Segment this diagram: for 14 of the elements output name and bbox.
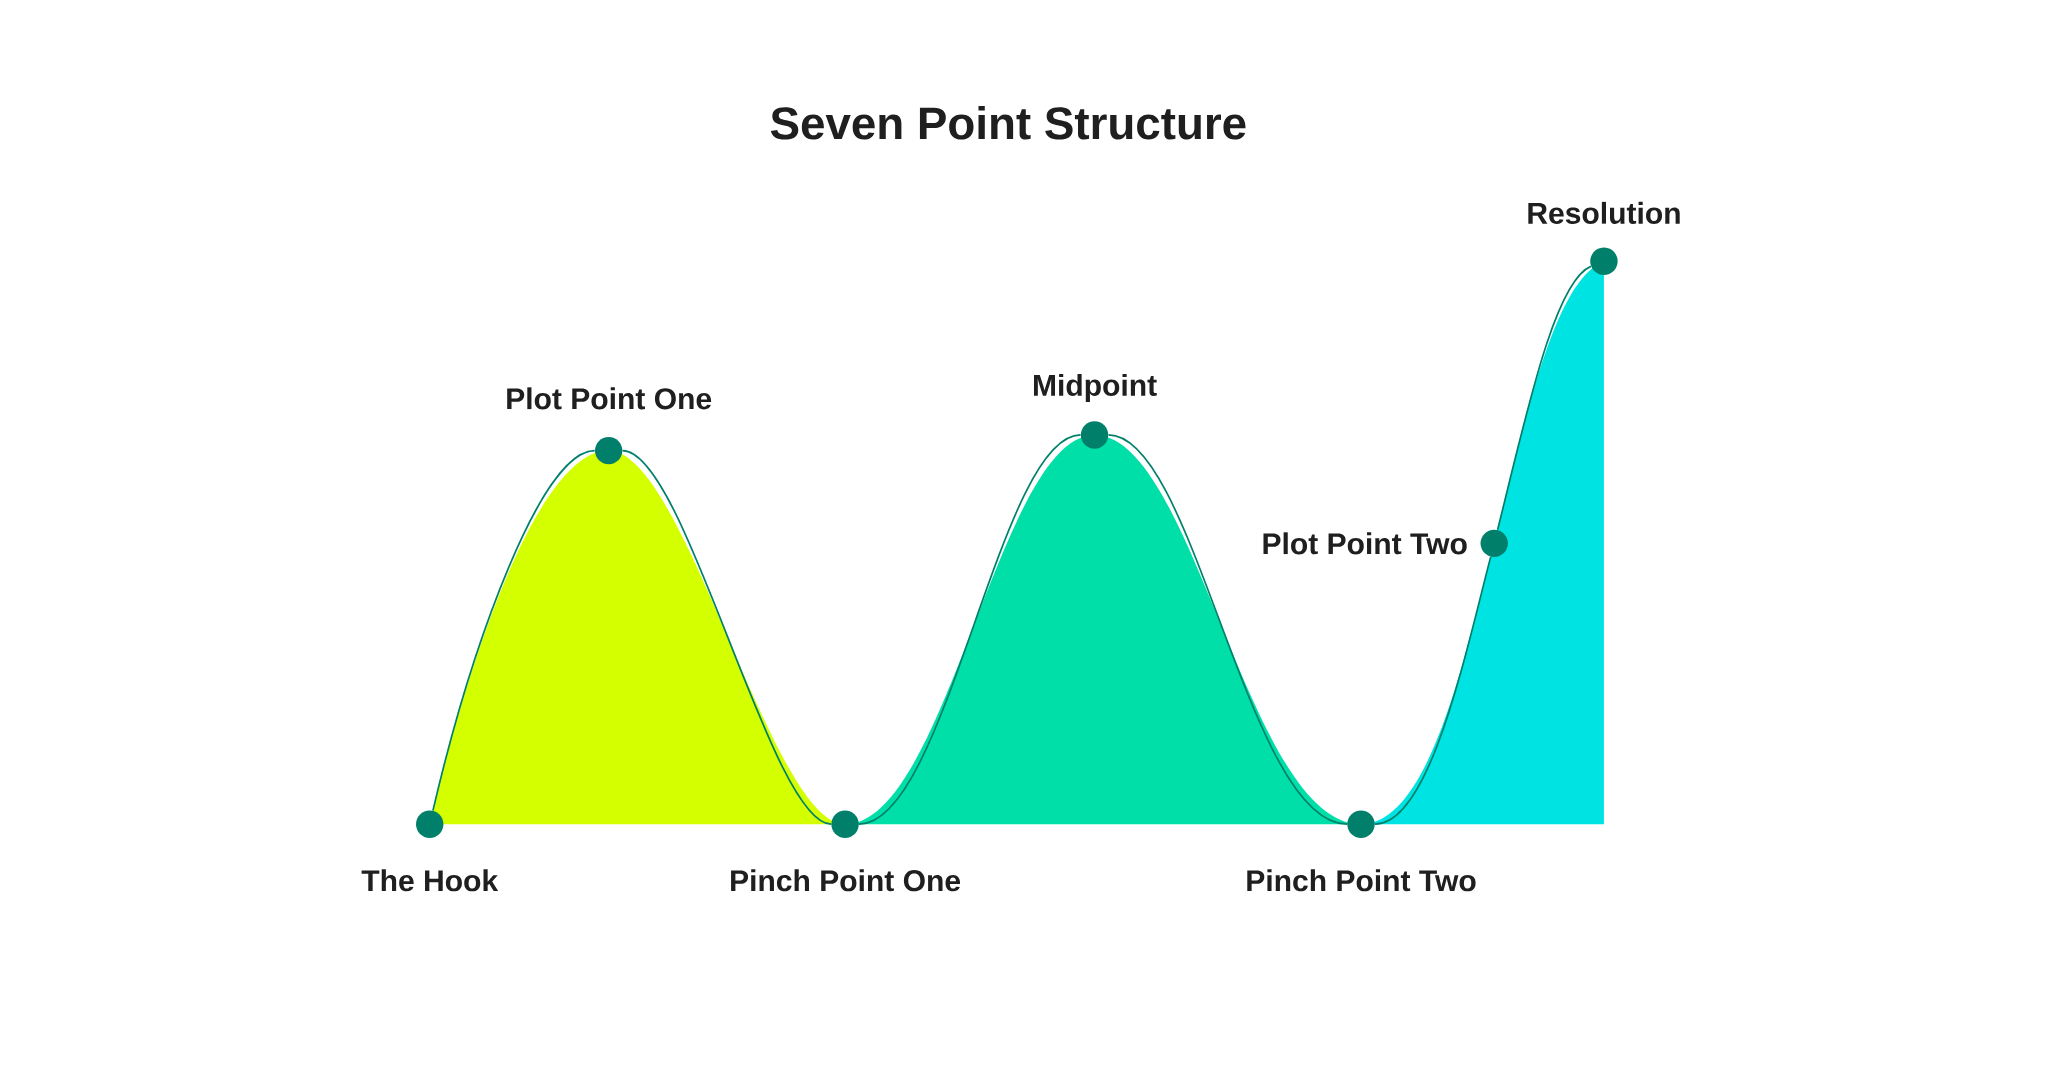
- curve: [1496, 265, 1592, 531]
- title: Seven Point Structure: [770, 106, 1246, 140]
- curve: [858, 434, 1082, 826]
- point-label: The Hook: [361, 869, 499, 892]
- curve: [1107, 434, 1348, 826]
- point-label: Pinch Point One: [731, 869, 961, 892]
- curve: [621, 449, 832, 826]
- curve: [1374, 556, 1492, 826]
- point-label: Resolution: [1528, 201, 1680, 224]
- point-label: Midpoint: [1034, 373, 1157, 402]
- curve: [432, 449, 596, 812]
- point-label: Plot Point One: [507, 387, 712, 410]
- point-label: Plot Point Two: [1263, 532, 1467, 555]
- point-label: Pinch Point Two: [1247, 869, 1476, 892]
